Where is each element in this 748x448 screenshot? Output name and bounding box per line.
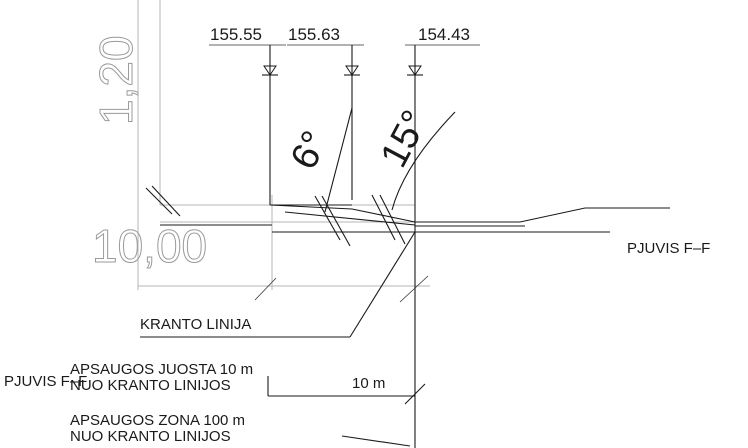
zone-leader-line [341,435,411,447]
tick-mark [314,195,341,241]
level-triangle-3 [408,65,422,76]
level-value-1: 155.55 [210,25,262,44]
zone-label-line2: NUO KRANTO LINIJOS [70,428,231,445]
shore-leader-diagonal [349,231,416,338]
level-marker-3: 154.43 [405,25,480,448]
tick-mark [145,187,173,215]
level-triangle-1 [263,65,277,76]
strip-label-line2: NUO KRANTO LINIJOS [70,377,231,394]
tick-mark [254,277,277,301]
tick-mark [151,185,181,217]
slope-leader-6 [324,107,353,213]
tick-mark [321,195,351,247]
vertical-dimension-value: 1,20 [90,35,142,125]
tick-mark [399,275,429,303]
profile-right-ground [415,207,670,223]
section-label-right: PJUVIS F–F [627,240,710,257]
slope-leader-15 [391,111,456,211]
horizontal-dimension-value: 10,00 [92,220,207,272]
slope-label-6: 6° [283,124,337,176]
zone-label-line1: APSAUGOS ZONA 100 m [70,412,245,429]
tick-mark [404,383,426,405]
profile-lower-slope [284,211,416,226]
shore-line-label: KRANTO LINIJA [140,316,251,333]
level-marker-2: 155.63 [287,25,364,200]
tick-mark [371,194,396,241]
profile-slope-line [269,204,416,223]
section-label-left: PJUVIS F–F [4,373,87,390]
strip-label-line1: APSAUGOS JUOSTA 10 m [70,361,253,378]
slope-label-15: 15° [373,104,437,174]
level-triangle-2 [345,65,359,76]
level-marker-1: 155.55 [209,25,286,205]
level-value-3: 154.43 [418,25,470,44]
level-value-2: 155.63 [288,25,340,44]
strip-width-value: 10 m [352,375,385,392]
tick-mark [379,194,406,245]
tick-marks [145,185,429,405]
